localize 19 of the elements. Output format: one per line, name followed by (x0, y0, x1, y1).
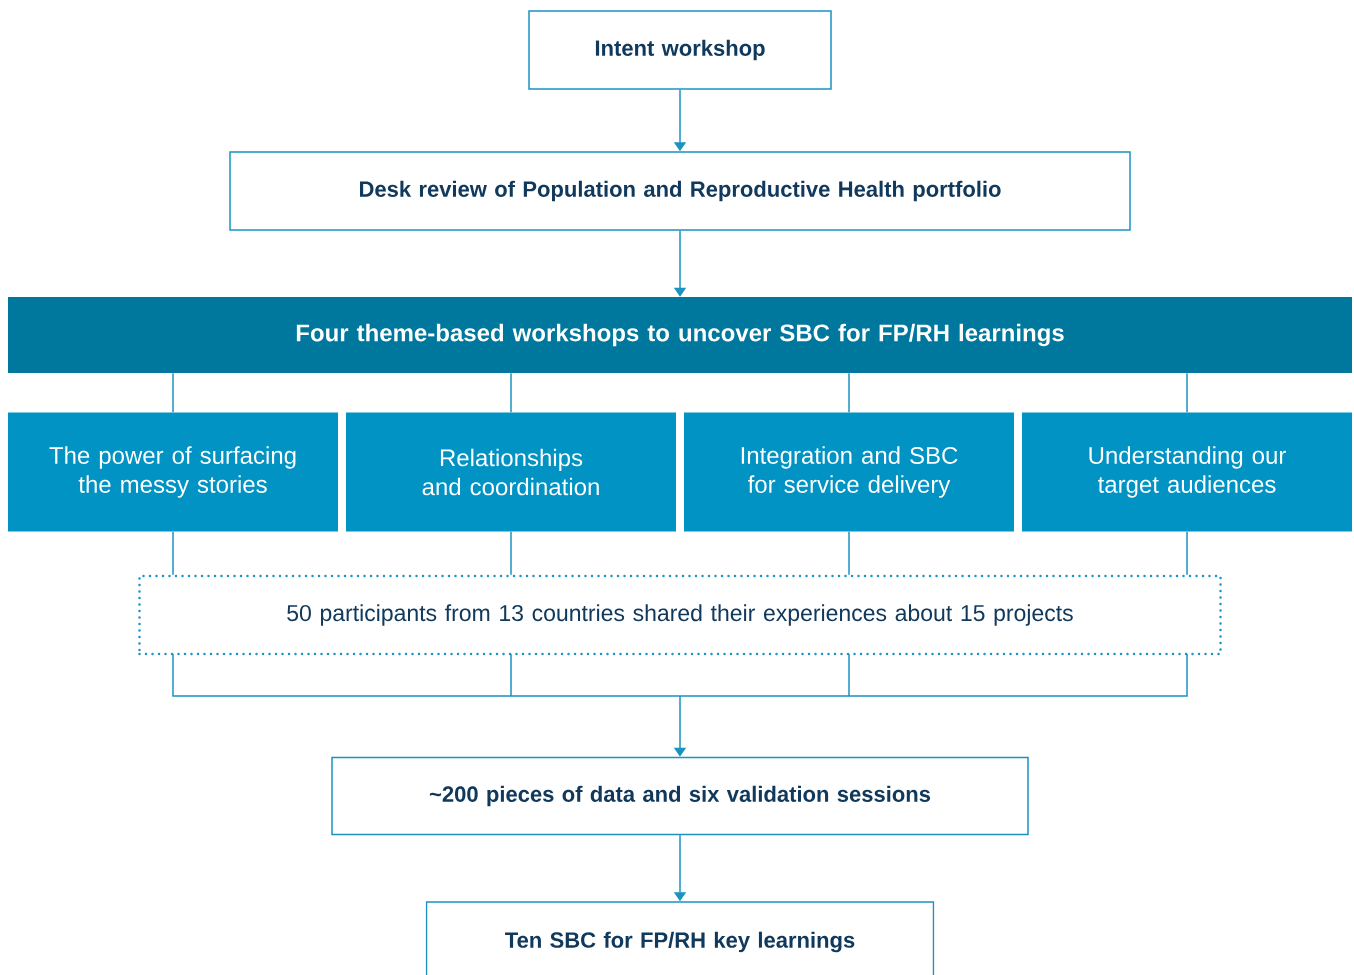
heading-band: Four theme-based workshops to uncover SBC for FP/RH learnings (8, 297, 1352, 373)
connector-line (172, 530, 174, 576)
process-box: Ten SBC for FP/RH key learnings (425, 901, 935, 975)
theme-box: Relationships and coordination (346, 412, 676, 532)
process-box: Desk review of Population and Reproductive Health portfolio (229, 151, 1131, 231)
connector-line (848, 372, 850, 414)
connector-line (510, 372, 512, 414)
connector-line (1186, 372, 1188, 414)
connector-line (172, 372, 174, 414)
process-box: ~200 pieces of data and six validation sessions (331, 756, 1029, 836)
theme-box: Understanding our target audiences (1022, 412, 1352, 532)
connector-line (1186, 530, 1188, 576)
connector-line (510, 530, 512, 576)
theme-box: The power of surfacing the messy stories (8, 412, 338, 532)
theme-box: Integration and SBC for service delivery (684, 412, 1014, 532)
process-box: Intent workshop (528, 10, 832, 90)
connector-line (848, 530, 850, 576)
note-box: 50 participants from 13 countries shared their experiences about 15 projects (138, 574, 1222, 656)
arrow (172, 653, 1188, 757)
